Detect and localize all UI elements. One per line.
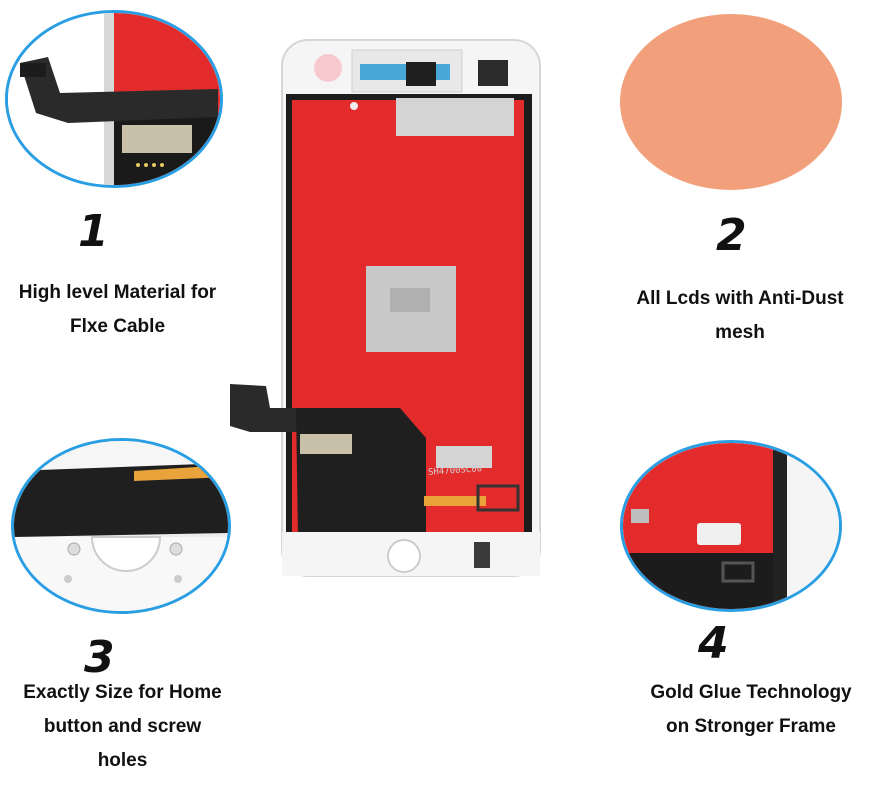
feature-3-caption: Exactly Size for Home button and screw h…: [23, 682, 222, 771]
feature-4-number: 4: [698, 618, 729, 669]
feature-1-closeup: [5, 10, 223, 188]
feature-4-caption: Gold Glue Technology on Stronger Frame: [650, 682, 852, 737]
feature-2-caption: All Lcds with Anti-Dust mesh: [636, 288, 844, 343]
feature-2-number: 2: [716, 210, 747, 261]
feature-3-number: 3: [84, 632, 115, 683]
home-button-photo: [14, 441, 228, 611]
lcd-assembly: SH4700SC00: [230, 38, 550, 578]
flex-cable-photo: [8, 13, 220, 185]
feature-3-closeup: [11, 438, 231, 614]
feature-1-caption: High level Material for Flxe Cable: [18, 282, 217, 337]
feature-2-mesh: [620, 14, 842, 190]
lcd-screen-photo: [230, 39, 541, 577]
feature-1-number: 1: [78, 206, 109, 257]
frame-photo: [623, 443, 839, 609]
feature-4-closeup: [620, 440, 842, 612]
